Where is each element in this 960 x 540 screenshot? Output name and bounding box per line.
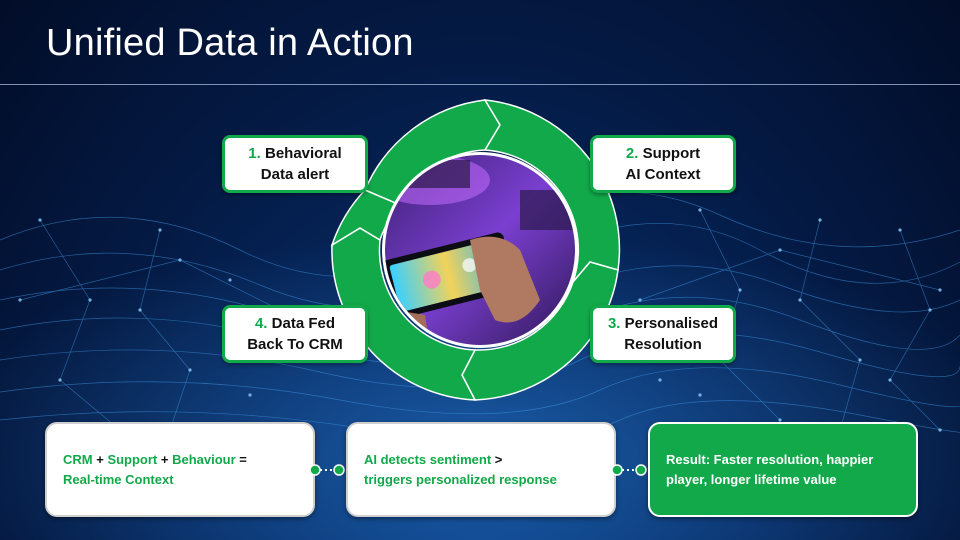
step-number: 4.	[254, 315, 268, 332]
slide-title: Unified Data in Action	[46, 22, 414, 64]
connector-dotted-1	[309, 464, 345, 476]
card2-arrow: >	[491, 451, 503, 467]
info-card-ai-sentiment: AI detects sentiment > triggers personal…	[346, 422, 616, 517]
step-label-line1: Personalised	[624, 315, 719, 332]
card1-realtime-context: Real-time Context	[63, 471, 174, 487]
card2-ai-detects: AI detects sentiment	[364, 451, 492, 467]
step-label-line2: AI Context	[625, 166, 701, 183]
cycle-step-3: 3. Personalised Resolution	[590, 305, 736, 363]
card1-plus: +	[92, 451, 108, 467]
step-label-line2: Back To CRM	[247, 336, 343, 353]
connector-dotted-2	[611, 464, 647, 476]
cycle-step-4: 4. Data Fed Back To CRM	[222, 305, 368, 363]
card3-line2: player, longer lifetime value	[666, 471, 837, 487]
card1-equals: =	[235, 451, 247, 467]
card1-plus: +	[157, 451, 173, 467]
step-label-line2: Resolution	[624, 336, 702, 353]
card1-behaviour: Behaviour	[172, 451, 236, 467]
title-divider	[0, 84, 960, 85]
center-photo-mobile-gaming	[385, 155, 575, 345]
step-number: 1.	[248, 145, 261, 162]
step-number: 3.	[607, 315, 621, 332]
step-label-line2: Data alert	[260, 166, 330, 183]
step-label-line1: Support	[642, 145, 701, 162]
info-card-unified-context: CRM + Support + Behaviour = Real-time Co…	[45, 422, 315, 517]
step-number: 2.	[625, 145, 639, 162]
cycle-step-2: 2. Support AI Context	[590, 135, 736, 193]
info-card-result: Result: Faster resolution, happier playe…	[648, 422, 918, 517]
ring-segments	[330, 99, 621, 401]
card3-line1: Result: Faster resolution, happier	[666, 451, 874, 467]
card1-support: Support	[107, 451, 158, 467]
card2-triggers: triggers personalized response	[364, 471, 557, 487]
step-label-line1: Data Fed	[271, 315, 336, 332]
card1-crm: CRM	[63, 451, 93, 467]
cycle-step-1: 1. Behavioral Data alert	[222, 135, 368, 193]
step-label-line1: Behavioral	[264, 145, 342, 162]
